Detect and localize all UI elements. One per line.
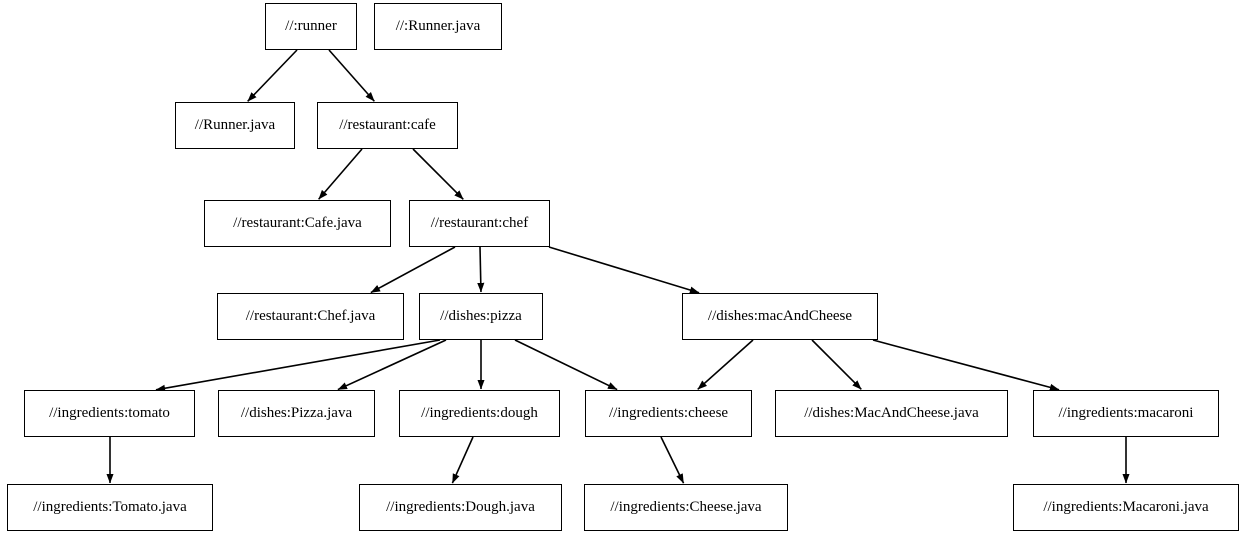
- graph-edge-dishes_pizza-to-ingredients_cheese: [514, 339, 618, 391]
- graph-node-restaurant_chef[interactable]: //restaurant:chef: [409, 200, 550, 247]
- graph-node-label: //restaurant:Chef.java: [245, 308, 376, 324]
- graph-node-macaroni_java[interactable]: //ingredients:Macaroni.java: [1013, 484, 1239, 531]
- graph-edge-restaurant_chef-to-dishes_macandcheese: [548, 246, 700, 294]
- graph-node-label: //dishes:macAndCheese: [707, 308, 853, 324]
- graph-node-dishes_mac_java[interactable]: //dishes:MacAndCheese.java: [775, 390, 1008, 437]
- graph-node-label: //dishes:MacAndCheese.java: [804, 405, 979, 421]
- graph-edge-runner-to-runner_java: [247, 49, 298, 102]
- graph-node-label: //ingredients:dough: [421, 405, 538, 421]
- graph-node-label: //ingredients:Macaroni.java: [1043, 499, 1209, 515]
- graph-node-label: //ingredients:tomato: [49, 405, 170, 421]
- graph-edge-ingredients_dough-to-dough_java: [451, 436, 474, 484]
- graph-edge-restaurant_chef-to-dishes_pizza: [477, 246, 485, 293]
- graph-edge-restaurant_cafe-to-restaurant_chef: [412, 148, 464, 200]
- graph-node-ingredients_macaroni[interactable]: //ingredients:macaroni: [1033, 390, 1219, 437]
- graph-edge-runner-to-restaurant_cafe: [328, 49, 375, 102]
- graph-node-tomato_java[interactable]: //ingredients:Tomato.java: [7, 484, 213, 531]
- graph-node-label: //Runner.java: [194, 117, 276, 133]
- graph-edge-dishes_macandcheese-to-dishes_mac_java: [811, 339, 862, 390]
- graph-node-cheese_java[interactable]: //ingredients:Cheese.java: [584, 484, 788, 531]
- graph-node-label: //ingredients:Dough.java: [386, 499, 535, 515]
- graph-node-runner_java_root[interactable]: //:Runner.java: [374, 3, 502, 50]
- graph-edge-restaurant_cafe-to-restaurant_cafe_java: [318, 148, 363, 200]
- graph-node-label: //dishes:pizza: [440, 308, 522, 324]
- graph-edge-dishes_macandcheese-to-ingredients_macaroni: [872, 339, 1060, 391]
- graph-node-runner[interactable]: //:runner: [265, 3, 357, 50]
- graph-edge-ingredients_cheese-to-cheese_java: [660, 436, 685, 484]
- graph-edge-dishes_pizza-to-ingredients_tomato: [155, 339, 441, 392]
- graph-node-dishes_macandcheese[interactable]: //dishes:macAndCheese: [682, 293, 878, 340]
- graph-edge-dishes_pizza-to-dishes_pizza_java: [337, 339, 447, 391]
- graph-node-dough_java[interactable]: //ingredients:Dough.java: [359, 484, 562, 531]
- graph-node-restaurant_cafe[interactable]: //restaurant:cafe: [317, 102, 458, 149]
- graph-node-restaurant_chef_java[interactable]: //restaurant:Chef.java: [217, 293, 404, 340]
- graph-node-label: //:Runner.java: [395, 18, 481, 34]
- graph-node-runner_java[interactable]: //Runner.java: [175, 102, 295, 149]
- graph-node-label: //restaurant:chef: [430, 215, 529, 231]
- graph-node-dishes_pizza[interactable]: //dishes:pizza: [419, 293, 543, 340]
- graph-node-label: //ingredients:Tomato.java: [33, 499, 187, 515]
- graph-edge-restaurant_chef-to-restaurant_chef_java: [370, 246, 456, 294]
- graph-node-label: //:runner: [285, 18, 337, 34]
- graph-node-label: //dishes:Pizza.java: [240, 405, 353, 421]
- graph-node-ingredients_tomato[interactable]: //ingredients:tomato: [24, 390, 195, 437]
- graph-edge-dishes_macandcheese-to-ingredients_cheese: [697, 339, 754, 390]
- graph-node-ingredients_cheese[interactable]: //ingredients:cheese: [585, 390, 752, 437]
- graph-node-label: //ingredients:macaroni: [1058, 405, 1194, 421]
- graph-node-label: //restaurant:Cafe.java: [233, 215, 362, 231]
- graph-node-label: //ingredients:Cheese.java: [610, 499, 762, 515]
- graph-node-label: //ingredients:cheese: [608, 405, 729, 421]
- graph-node-restaurant_cafe_java[interactable]: //restaurant:Cafe.java: [204, 200, 391, 247]
- graph-node-label: //restaurant:cafe: [339, 117, 436, 133]
- graph-node-dishes_pizza_java[interactable]: //dishes:Pizza.java: [218, 390, 375, 437]
- graph-node-ingredients_dough[interactable]: //ingredients:dough: [399, 390, 560, 437]
